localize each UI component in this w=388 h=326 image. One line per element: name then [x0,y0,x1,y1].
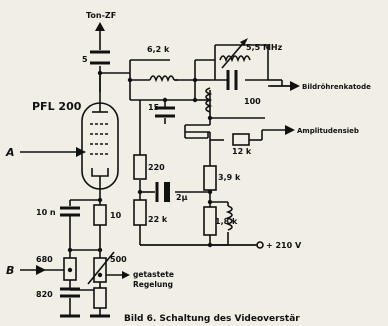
inductor-5-5mhz [219,55,251,63]
capacitor-15 [155,106,175,118]
label-c-820: 820 [36,290,53,299]
label-getastete: getastete [133,270,174,279]
potentiometer-500 [87,251,115,285]
input-a-arrow [76,147,86,157]
label-amplitudensieb: Amplitudensieb [297,127,359,135]
label-input-a: A [5,146,15,159]
amplitudensieb-arrow [285,125,295,135]
label-bildroehrenkatode: Bildröhrenkatode [302,83,371,91]
resistor-3-9k [203,165,217,191]
capacitor-2u [155,182,170,202]
wires [20,28,290,316]
capacitor-100 [210,70,238,90]
label-freq: 5,5 MHz [246,43,283,52]
label-regelung: Regelung [133,280,173,289]
label-r-1-8k: 1,8 k [215,217,238,226]
resistor-22k [133,199,147,226]
inductor-peaking-2 [225,205,233,231]
inductor-6-2k [149,75,175,83]
tube-pfl200 [81,100,119,190]
label-r-6-2k: 6,2 k [147,45,170,54]
label-input-b: B [6,264,14,277]
label-c-10n: 10 n [36,208,56,217]
label-r-3-9k: 3,9 k [218,173,241,182]
label-r-500: 500 [110,255,127,264]
arrowheads [36,22,300,279]
resistor-1-8k [203,206,217,236]
label-c-100: 100 [244,97,261,106]
label-r-10: 10 [110,211,122,220]
supply-terminal [256,241,264,249]
resistor-220 [133,154,147,180]
label-ton-zf: Ton-ZF [86,11,116,20]
resistor-12k [232,133,250,146]
capacitor-10n [60,206,80,217]
figure-caption: Bild 6. Schaltung des Videoverstär [124,314,300,324]
ton-zf-arrow [95,22,105,31]
capacitor-5 [90,50,110,65]
inductor-peaking [205,87,213,113]
tuning-arrow [221,39,247,69]
resistor-10 [93,204,107,226]
katode-arrow [290,81,300,91]
input-b-arrow [36,265,46,275]
label-tube: PFL 200 [32,100,82,113]
regelung-arrow [122,271,130,279]
label-r-680: 680 [36,255,53,264]
label-c-2u: 2μ [176,193,188,202]
junction-dots [67,70,213,278]
label-r-220: 220 [148,163,165,172]
capacitor-820 [60,287,80,298]
label-r-22k: 22 k [148,215,168,224]
label-r-12k: 12 k [232,147,252,156]
label-c-15: 15 [148,103,160,112]
resistor-lower [93,287,107,309]
label-supply: + 210 V [266,241,302,250]
label-c-5: 5 [82,55,88,64]
